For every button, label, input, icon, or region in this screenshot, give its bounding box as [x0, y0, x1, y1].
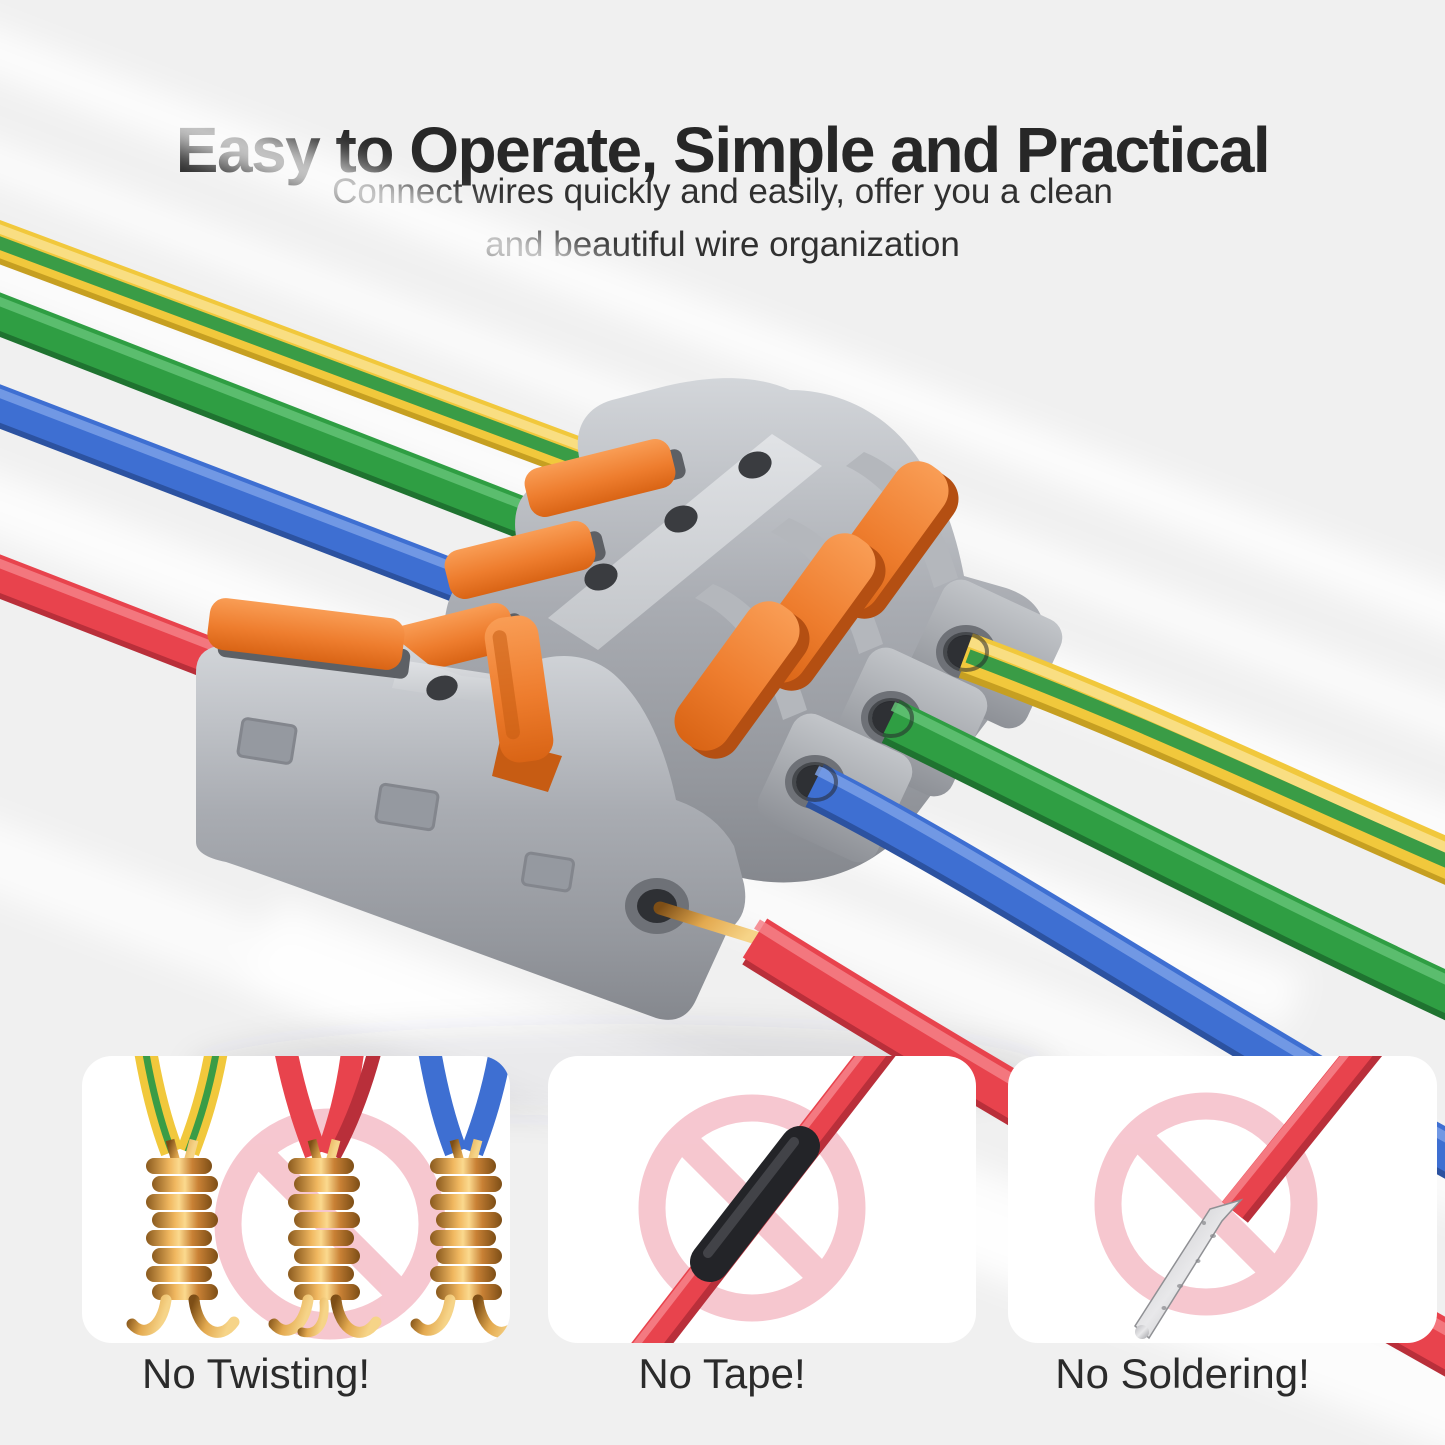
input-wire-red	[0, 554, 222, 680]
front-connector-module	[196, 598, 746, 1020]
panel-no-twisting	[82, 1056, 510, 1343]
insulation-tape	[690, 1126, 820, 1282]
panel-label-no-soldering: No Soldering!	[1055, 1350, 1310, 1397]
input-lever-icon-earth	[524, 438, 676, 518]
input-wire-green	[0, 292, 607, 568]
input-lever-icon-green	[444, 520, 596, 600]
panel-no-soldering	[1008, 1056, 1437, 1343]
rear-top-band	[548, 434, 822, 650]
front-module-slots	[236, 717, 575, 893]
panel-label-no-twisting: No Twisting!	[142, 1350, 370, 1397]
output-wire-earth	[943, 632, 1445, 885]
solder-texture	[1161, 1221, 1216, 1310]
twisted-pair-red	[268, 1056, 382, 1338]
screw-hole-icon	[584, 451, 772, 591]
no-symbol-icon	[1094, 1092, 1318, 1316]
screw-hole-icon	[426, 675, 458, 701]
panel-label-no-tape: No Tape!	[638, 1350, 806, 1397]
taped-wire	[631, 1056, 896, 1343]
soldered-wire-illustration	[1094, 1056, 1383, 1340]
soldered-wire	[1134, 1056, 1383, 1340]
raised-lever-icon	[484, 615, 562, 792]
input-lever-icon-red	[207, 598, 405, 670]
rear-connector-block	[364, 378, 1063, 883]
twisted-pair-earth	[126, 1056, 240, 1338]
stripped-copper-wire	[653, 901, 773, 948]
subtitle-line-1: Connect wires quickly and easily, offer …	[332, 172, 1113, 211]
output-lever-icon-blue	[674, 601, 810, 759]
twisted-wires-illustration	[126, 1056, 510, 1340]
input-wire-earth	[0, 219, 647, 501]
output-wire-green	[868, 698, 1445, 1021]
front-module-body	[196, 640, 746, 1020]
taped-wire-illustration	[631, 1056, 896, 1343]
subtitle: Connect wires quickly and easily, offer …	[0, 165, 1445, 271]
panel-no-tape	[548, 1056, 976, 1343]
